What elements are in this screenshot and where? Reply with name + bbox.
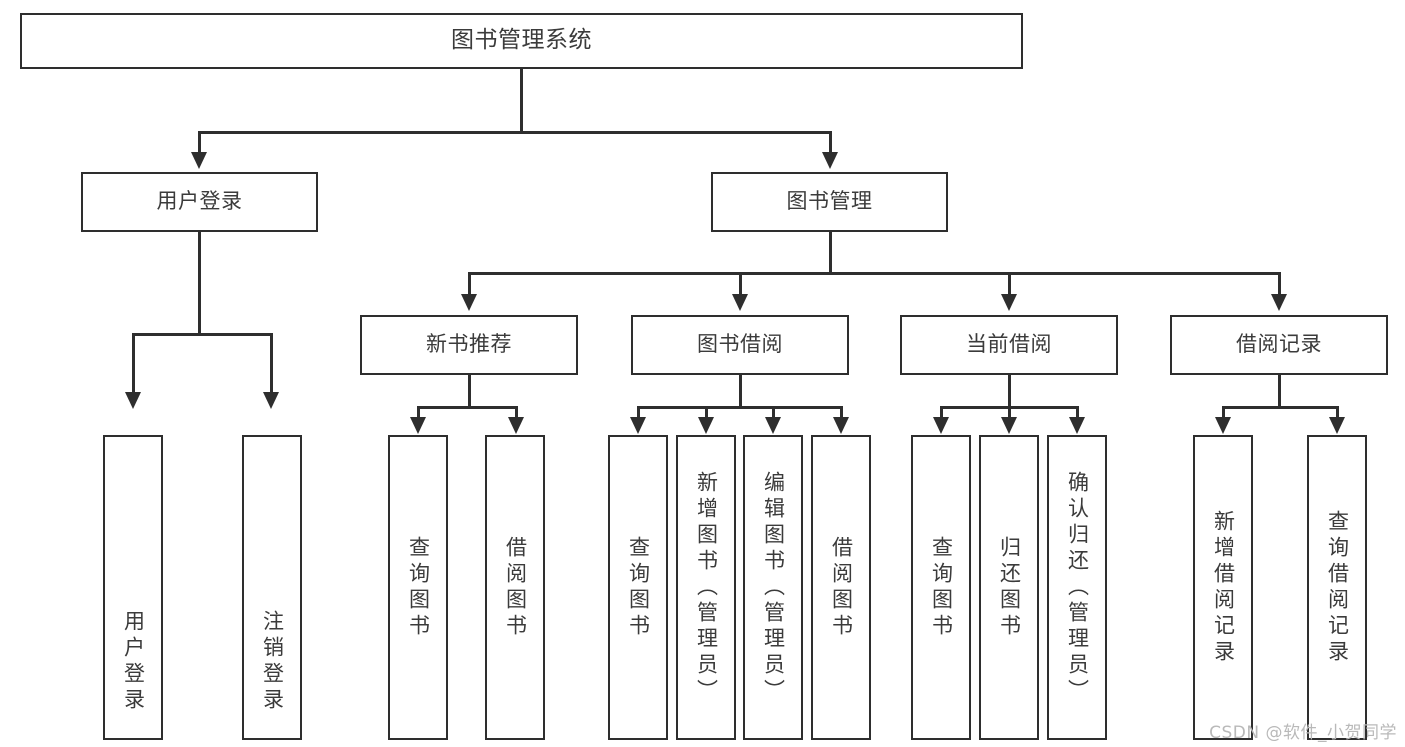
leaf-book-borrow-borrow[interactable]: 借阅图书	[811, 435, 871, 740]
connector-user-login-to-leaf-1	[132, 333, 135, 395]
node-label: 查询图书	[626, 535, 651, 640]
connector-root-to-book-management	[829, 131, 832, 156]
node-label: 用户登录	[156, 189, 243, 214]
leaf-current-borrow-return[interactable]: 归还图书	[979, 435, 1039, 740]
leaf-borrow-record-add[interactable]: 新增借阅记录	[1193, 435, 1253, 740]
leaf-user-login-signin[interactable]: 用户登录	[103, 435, 163, 740]
connector-br-to-leaf-1	[1222, 406, 1225, 420]
arrowhead-br-to-leaf-1	[1215, 417, 1231, 434]
leaf-book-borrow-add[interactable]: 新增图书（管理员）	[676, 435, 736, 740]
connector-book-borrow-stem	[739, 375, 742, 408]
connector-new-book-bus	[417, 406, 518, 409]
connector-book-borrow-bus	[637, 406, 842, 409]
connector-book-management-bus	[468, 272, 1280, 275]
connector-bm-to-book-borrow	[739, 272, 742, 297]
connector-bb-to-leaf-2	[705, 406, 708, 420]
connector-bm-to-current-borrow	[1008, 272, 1011, 297]
node-label: 借阅图书	[829, 535, 854, 640]
arrowhead-bb-to-leaf-1	[630, 417, 646, 434]
connector-cb-to-leaf-2	[1008, 406, 1011, 420]
node-borrow-record[interactable]: 借阅记录	[1170, 315, 1388, 375]
connector-nb-to-leaf-1	[417, 406, 420, 420]
node-label: 注销登录	[260, 610, 285, 714]
node-label: 确认归还（管理员）	[1065, 470, 1090, 705]
leaf-current-borrow-confirm-return[interactable]: 确认归还（管理员）	[1047, 435, 1107, 740]
connector-nb-to-leaf-2	[515, 406, 518, 420]
node-label: 当前借阅	[966, 332, 1052, 357]
node-label: 归还图书	[997, 535, 1022, 640]
node-label: 图书管理系统	[451, 27, 592, 54]
leaf-new-book-borrow[interactable]: 借阅图书	[485, 435, 545, 740]
connector-book-management-stem	[829, 232, 832, 273]
node-label: 新增图书（管理员）	[694, 470, 719, 705]
connector-user-login-stem	[198, 232, 201, 334]
leaf-new-book-query[interactable]: 查询图书	[388, 435, 448, 740]
leaf-current-borrow-query[interactable]: 查询图书	[911, 435, 971, 740]
node-label: 查询图书	[406, 535, 431, 640]
node-label: 用户登录	[121, 610, 146, 714]
arrowhead-bm-to-new-book	[461, 294, 477, 311]
connector-cb-to-leaf-3	[1076, 406, 1079, 420]
node-label: 借阅记录	[1236, 332, 1322, 357]
node-label: 新书推荐	[426, 332, 512, 357]
node-user-login[interactable]: 用户登录	[81, 172, 318, 232]
arrowhead-nb-to-leaf-1	[410, 417, 426, 434]
node-label: 查询图书	[929, 535, 954, 640]
connector-bb-to-leaf-4	[840, 406, 843, 420]
arrowhead-bm-to-book-borrow	[732, 294, 748, 311]
arrowhead-cb-to-leaf-2	[1001, 417, 1017, 434]
leaf-borrow-record-query[interactable]: 查询借阅记录	[1307, 435, 1367, 740]
arrowhead-bb-to-leaf-2	[698, 417, 714, 434]
leaf-book-borrow-edit[interactable]: 编辑图书（管理员）	[743, 435, 803, 740]
connector-bb-to-leaf-1	[637, 406, 640, 420]
connector-bb-to-leaf-3	[772, 406, 775, 420]
connector-new-book-stem	[468, 375, 471, 408]
arrowhead-bm-to-current-borrow	[1001, 294, 1017, 311]
node-label: 图书管理	[786, 189, 873, 214]
arrowhead-nb-to-leaf-2	[508, 417, 524, 434]
connector-bm-to-new-book	[468, 272, 471, 297]
arrowhead-bb-to-leaf-3	[765, 417, 781, 434]
node-label: 新增借阅记录	[1211, 509, 1236, 666]
connector-cb-to-leaf-1	[940, 406, 943, 420]
connector-user-login-to-leaf-2	[270, 333, 273, 395]
leaf-user-login-signout[interactable]: 注销登录	[242, 435, 302, 740]
node-label: 查询借阅记录	[1325, 509, 1350, 666]
node-root-library-system[interactable]: 图书管理系统	[20, 13, 1023, 69]
csdn-watermark: CSDN @软件_小贺同学	[1209, 723, 1397, 743]
arrowhead-br-to-leaf-2	[1329, 417, 1345, 434]
arrowhead-root-to-user-login	[191, 152, 207, 169]
node-label: 图书借阅	[697, 332, 783, 357]
arrowhead-root-to-book-management	[822, 152, 838, 169]
arrowhead-bb-to-leaf-4	[833, 417, 849, 434]
leaf-book-borrow-query[interactable]: 查询图书	[608, 435, 668, 740]
arrowhead-cb-to-leaf-3	[1069, 417, 1085, 434]
node-book-borrow[interactable]: 图书借阅	[631, 315, 849, 375]
arrowhead-user-login-to-leaf-1	[125, 392, 141, 409]
connector-current-borrow-stem	[1008, 375, 1011, 408]
connector-root-to-user-login	[198, 131, 201, 156]
node-current-borrow[interactable]: 当前借阅	[900, 315, 1118, 375]
arrowhead-cb-to-leaf-1	[933, 417, 949, 434]
node-label: 借阅图书	[503, 535, 528, 640]
connector-br-to-leaf-2	[1336, 406, 1339, 420]
connector-borrow-record-stem	[1278, 375, 1281, 408]
node-book-management[interactable]: 图书管理	[711, 172, 948, 232]
connector-root-stem	[520, 69, 523, 132]
arrowhead-user-login-to-leaf-2	[263, 392, 279, 409]
connector-bm-to-borrow-record	[1278, 272, 1281, 297]
node-label: 编辑图书（管理员）	[761, 470, 786, 705]
arrowhead-bm-to-borrow-record	[1271, 294, 1287, 311]
node-new-book-recommend[interactable]: 新书推荐	[360, 315, 578, 375]
connector-user-login-bus	[132, 333, 272, 336]
connector-root-bus	[198, 131, 831, 134]
connector-borrow-record-bus	[1222, 406, 1338, 409]
